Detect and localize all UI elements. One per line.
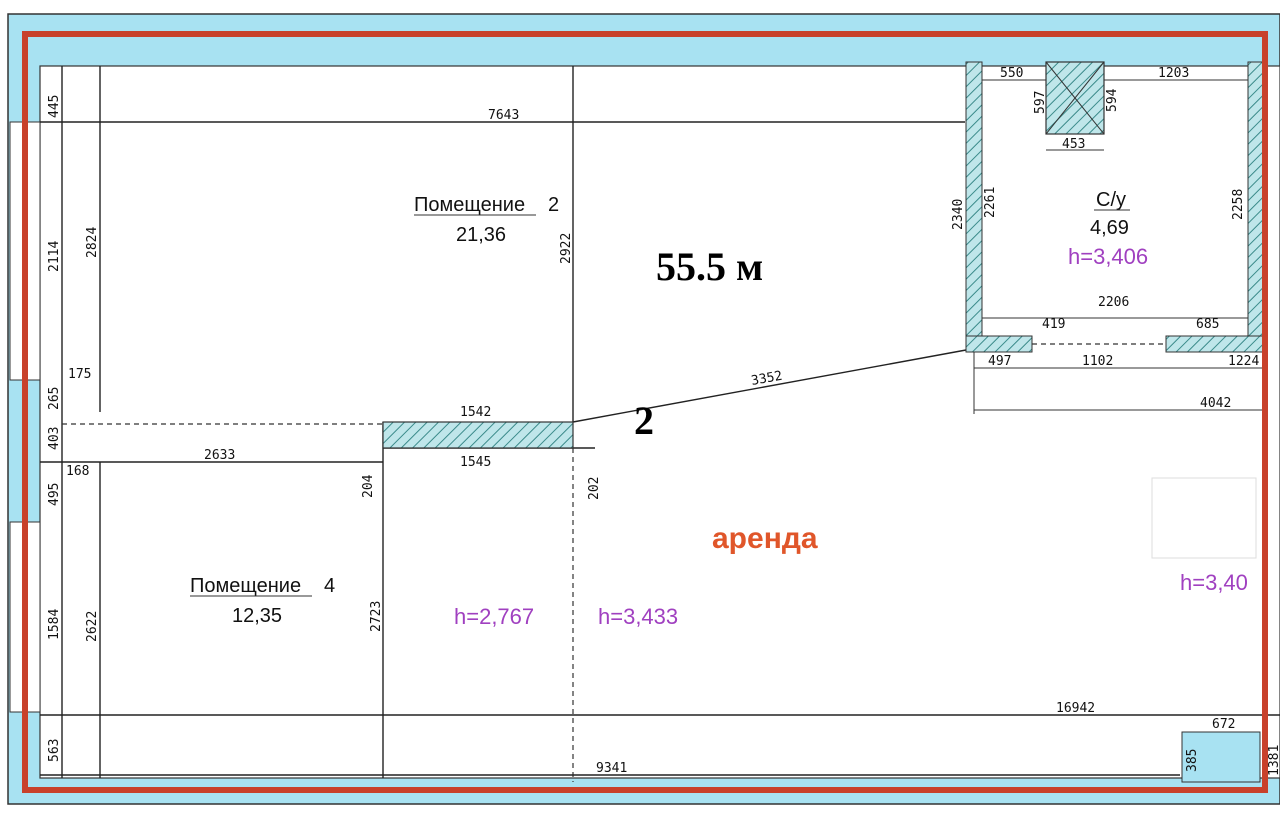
outer-walls	[7, 13, 1280, 805]
height-mid: h=3,433	[598, 604, 678, 629]
room4-name: Помещение	[190, 575, 301, 597]
dim-1542: 1542	[460, 405, 491, 420]
height-right: h=3,40	[1180, 570, 1248, 595]
dim-597: 597	[1033, 91, 1048, 114]
height-wc: h=3,406	[1068, 244, 1148, 269]
dim-563: 563	[47, 739, 62, 762]
overlay-box	[1151, 477, 1257, 559]
dim-2340: 2340	[951, 199, 966, 230]
room2-number: 2	[548, 194, 559, 216]
dim-2261: 2261	[983, 187, 998, 218]
dim-1102: 1102	[1082, 354, 1113, 369]
room-labels: Помещение 2 21,36 Помещение 4 12,35 С/у …	[190, 189, 1130, 627]
height-left: h=2,767	[454, 604, 534, 629]
room2-area: 21,36	[456, 224, 506, 246]
dim-2633: 2633	[204, 448, 235, 463]
dim-3352: 3352	[750, 369, 783, 389]
dim-594: 594	[1105, 88, 1120, 112]
dim-2114: 2114	[47, 241, 62, 272]
dim-497: 497	[988, 354, 1011, 369]
dim-550: 550	[1000, 66, 1023, 81]
dim-685: 685	[1196, 317, 1219, 332]
area-label: 55.5 м	[656, 244, 763, 289]
dim-175: 175	[68, 367, 91, 382]
dim-453: 453	[1062, 137, 1085, 152]
dim-403: 403	[47, 427, 62, 450]
dim-9341: 9341	[596, 761, 627, 776]
dim-1584: 1584	[47, 609, 62, 640]
dim-445: 445	[47, 95, 62, 118]
dim-385: 385	[1185, 749, 1200, 772]
dim-2723: 2723	[369, 601, 384, 632]
height-labels: h=3,406 h=2,767 h=3,433 h=3,40	[454, 244, 1248, 629]
dim-204: 204	[361, 474, 376, 498]
wc-name: С/у	[1096, 189, 1126, 211]
dim-1381: 1381	[1267, 745, 1280, 776]
dim-2206: 2206	[1098, 295, 1129, 310]
dim-2622: 2622	[85, 611, 100, 642]
dim-202: 202	[587, 477, 602, 500]
dim-4042: 4042	[1200, 396, 1231, 411]
dim-7643: 7643	[488, 108, 519, 123]
dim-2922: 2922	[559, 233, 574, 264]
dim-16942: 16942	[1056, 701, 1095, 716]
room2-name: Помещение	[414, 194, 525, 216]
room4-area: 12,35	[232, 605, 282, 627]
dim-2824: 2824	[85, 227, 100, 258]
dim-2258: 2258	[1231, 189, 1246, 220]
dim-419: 419	[1042, 317, 1065, 332]
partition-wall	[382, 421, 574, 449]
rent-label: аренда	[712, 522, 818, 555]
dim-1224: 1224	[1228, 354, 1259, 369]
marker-number: 2	[634, 398, 654, 443]
dimension-labels: 7643 1542 1545 2633 175 168 9341 16942 6…	[47, 66, 1280, 776]
wc-area: 4,69	[1090, 217, 1129, 239]
dim-1545: 1545	[460, 455, 491, 470]
dim-1203: 1203	[1158, 66, 1189, 81]
highlight-frame	[22, 31, 1268, 793]
dim-495: 495	[47, 483, 62, 506]
dim-672: 672	[1212, 717, 1235, 732]
dim-168: 168	[66, 464, 89, 479]
dim-265: 265	[47, 387, 62, 410]
room4-number: 4	[324, 575, 335, 597]
